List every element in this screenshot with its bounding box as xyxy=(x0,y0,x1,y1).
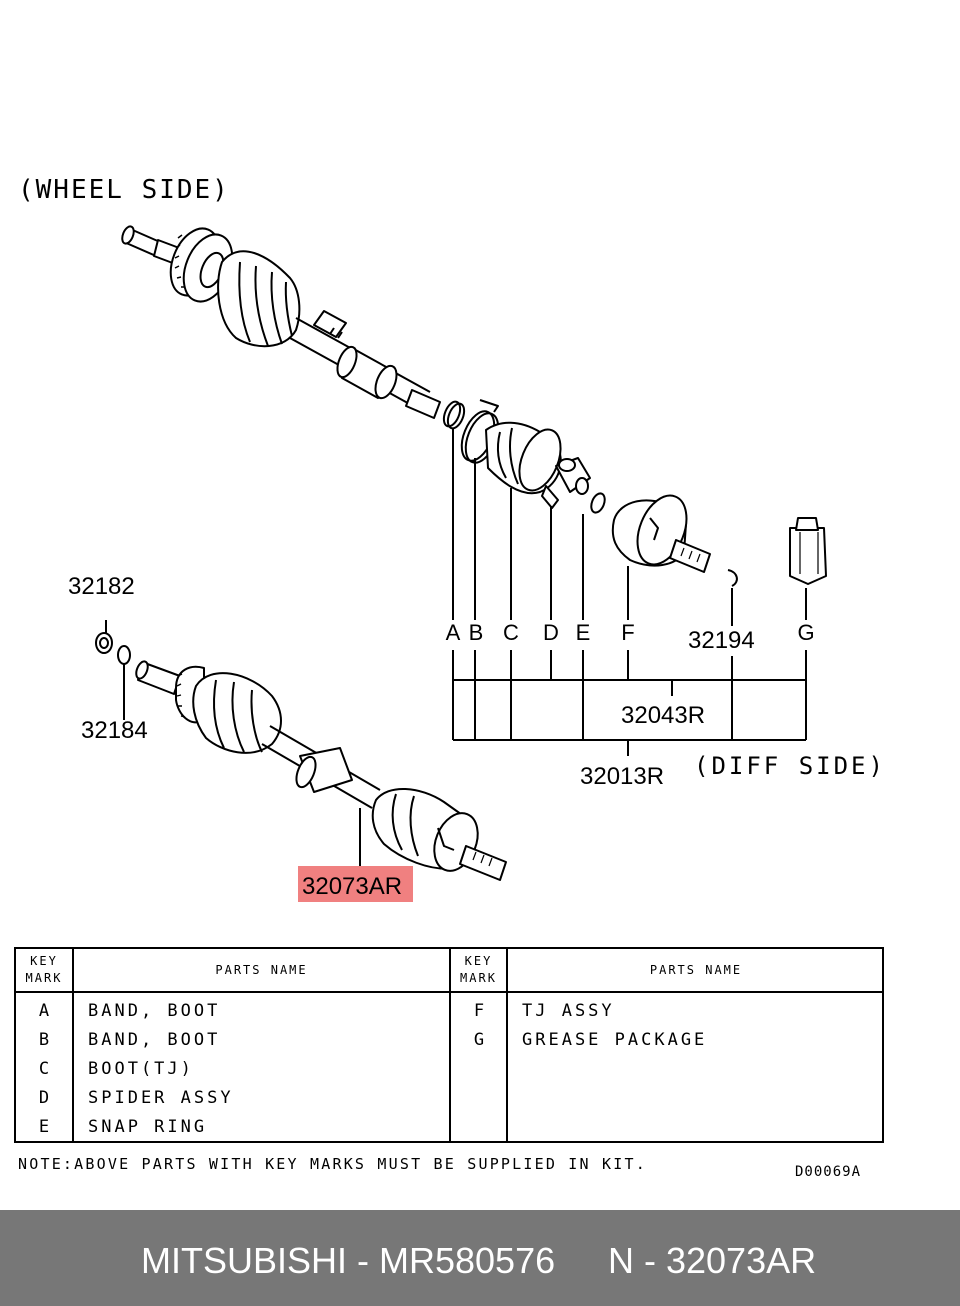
table-row-mark: G xyxy=(473,1030,485,1050)
nut xyxy=(95,632,113,654)
tj-assy xyxy=(611,494,711,573)
left-key-mark-header: KEY MARK xyxy=(16,953,72,987)
tj-boot xyxy=(485,421,562,495)
snap-ring xyxy=(590,492,606,514)
right-parts-name-header: PARTS NAME xyxy=(649,963,743,977)
table-row-name: BOOT(TJ) xyxy=(88,1059,194,1079)
diff-side-label: (DIFF SIDE) xyxy=(694,752,886,780)
key-mark-g: G xyxy=(797,620,814,645)
spider-assy xyxy=(541,457,591,509)
header-key: KEY xyxy=(464,954,493,968)
grease-package xyxy=(789,517,827,585)
outer-boot xyxy=(217,250,301,348)
footer-brand-part: MITSUBISHI - MR580576 xyxy=(141,1240,556,1281)
table-divider xyxy=(449,949,451,1141)
table-row-mark: A xyxy=(38,1001,50,1021)
right-key-mark-header: KEY MARK xyxy=(451,953,506,987)
wheel-side-label: (WHEEL SIDE) xyxy=(18,175,230,205)
table-row-name: BAND, BOOT xyxy=(88,1030,221,1050)
key-mark-e: E xyxy=(576,620,591,645)
callout-32073ar: 32073AR xyxy=(302,873,402,900)
footer-ref: N - 32073AR xyxy=(608,1240,817,1281)
table-row-mark: F xyxy=(473,1001,485,1021)
header-mark: MARK xyxy=(460,971,497,985)
table-header-divider xyxy=(16,991,882,993)
header-key: KEY xyxy=(30,954,58,968)
key-mark-f: F xyxy=(621,620,634,645)
header-mark: MARK xyxy=(25,971,63,985)
table-row-name: GREASE PACKAGE xyxy=(522,1030,708,1050)
callout-32184: 32184 xyxy=(81,717,148,744)
table-row-name: SPIDER ASSY xyxy=(88,1088,234,1108)
callout-32043r: 32043R xyxy=(621,702,705,729)
key-mark-c: C xyxy=(503,620,519,645)
table-row-name: TJ ASSY xyxy=(522,1001,615,1021)
drawing-code: D00069A xyxy=(795,1164,862,1180)
callout-32013r: 32013R xyxy=(580,763,664,790)
key-mark-b: B xyxy=(469,620,484,645)
damper xyxy=(336,345,398,400)
key-mark-d: D xyxy=(543,620,559,645)
callout-32194: 32194 xyxy=(688,627,755,654)
key-mark-a: A xyxy=(446,620,461,645)
table-row-name: BAND, BOOT xyxy=(88,1001,221,1021)
highlight-box xyxy=(298,866,413,902)
kit-note: NOTE:ABOVE PARTS WITH KEY MARKS MUST BE … xyxy=(18,1155,647,1173)
footer-bar: MITSUBISHI - MR580576 N - 32073AR xyxy=(0,1210,960,1306)
table-divider xyxy=(506,949,508,1141)
table-row-mark: C xyxy=(38,1059,50,1079)
table-row-mark: D xyxy=(38,1088,50,1108)
table-row-mark: E xyxy=(38,1117,50,1137)
table-row-name: SNAP RING xyxy=(88,1117,208,1137)
circlip xyxy=(727,569,738,587)
table-divider xyxy=(72,949,74,1141)
left-parts-name-header: PARTS NAME xyxy=(215,963,308,977)
key-mark-leaders xyxy=(452,428,807,756)
table-row-mark: B xyxy=(38,1030,50,1050)
washer xyxy=(117,645,131,665)
parts-table: KEY MARK PARTS NAME KEY MARK PARTS NAME … xyxy=(14,947,884,1143)
parts-diagram: (WHEEL SIDE) (DIFF SIDE) A B C D E F G 3… xyxy=(18,175,886,902)
complete-drive-shaft xyxy=(95,620,507,881)
callout-32182: 32182 xyxy=(68,573,135,600)
exploded-drive-shaft xyxy=(121,225,827,587)
